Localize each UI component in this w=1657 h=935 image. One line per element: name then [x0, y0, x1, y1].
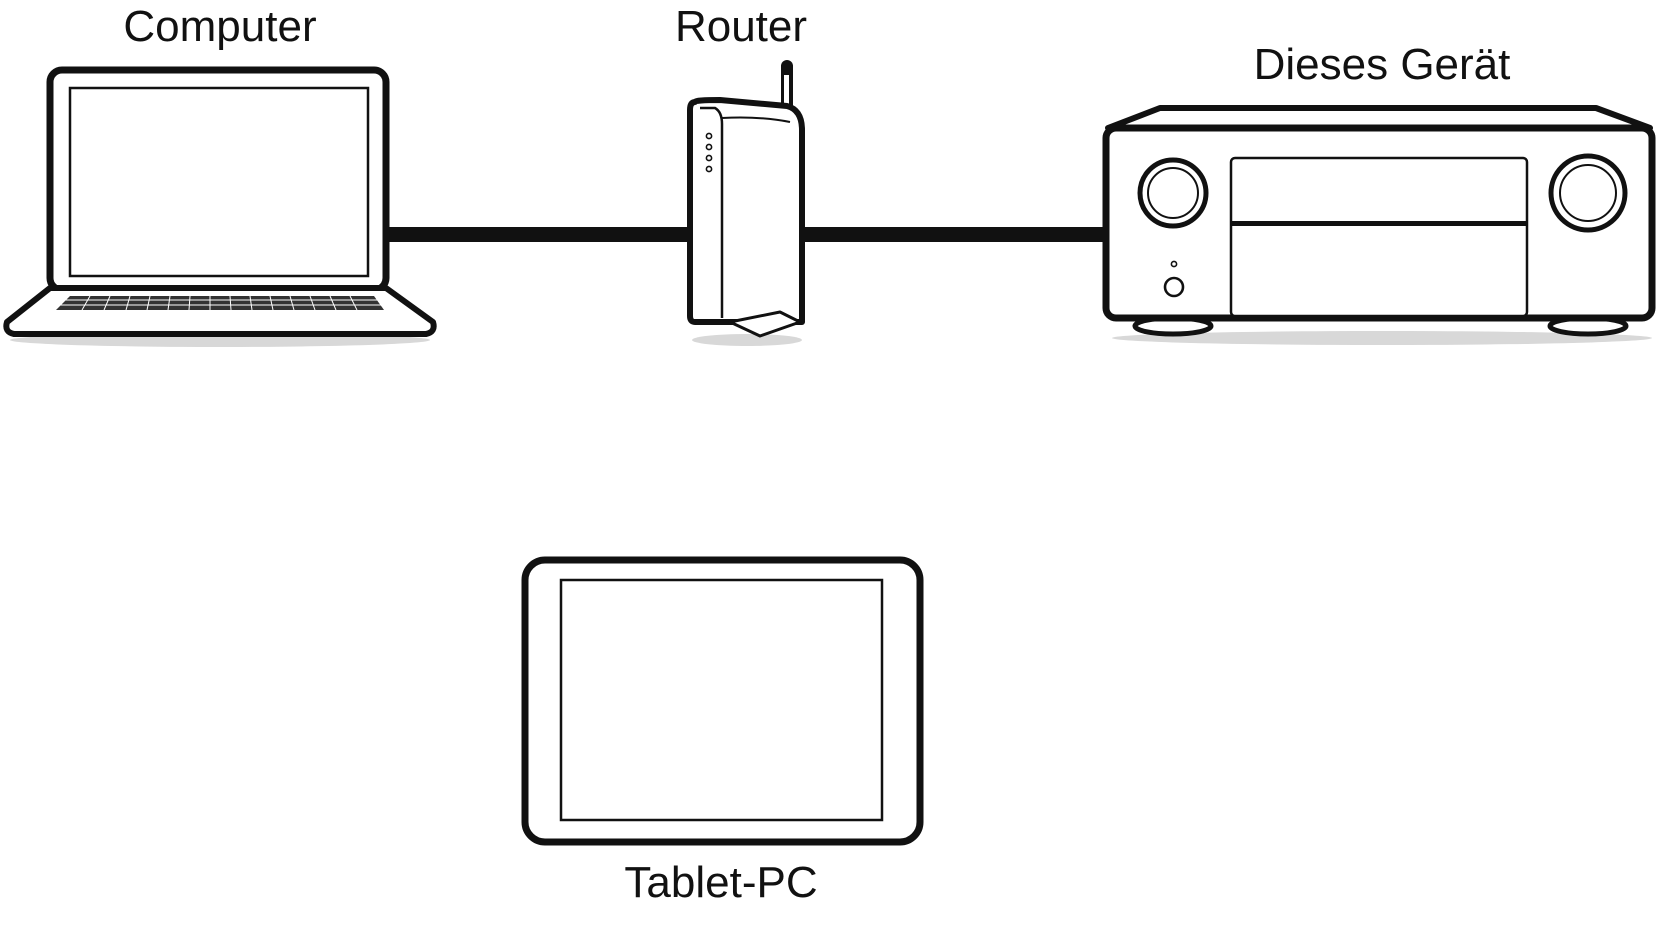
tablet-icon [521, 556, 924, 846]
router-icon [687, 60, 805, 346]
router-label: Router [674, 2, 808, 51]
computer-label: Computer [123, 2, 317, 51]
device-label: Dieses Gerät [1253, 40, 1511, 89]
connections [388, 227, 1107, 242]
tablet-label: Tablet-PC [624, 858, 818, 907]
laptop-icon [3, 66, 437, 347]
cable-computer-router [388, 227, 692, 242]
cable-router-device [802, 227, 1107, 242]
av-receiver-icon [1102, 105, 1656, 345]
